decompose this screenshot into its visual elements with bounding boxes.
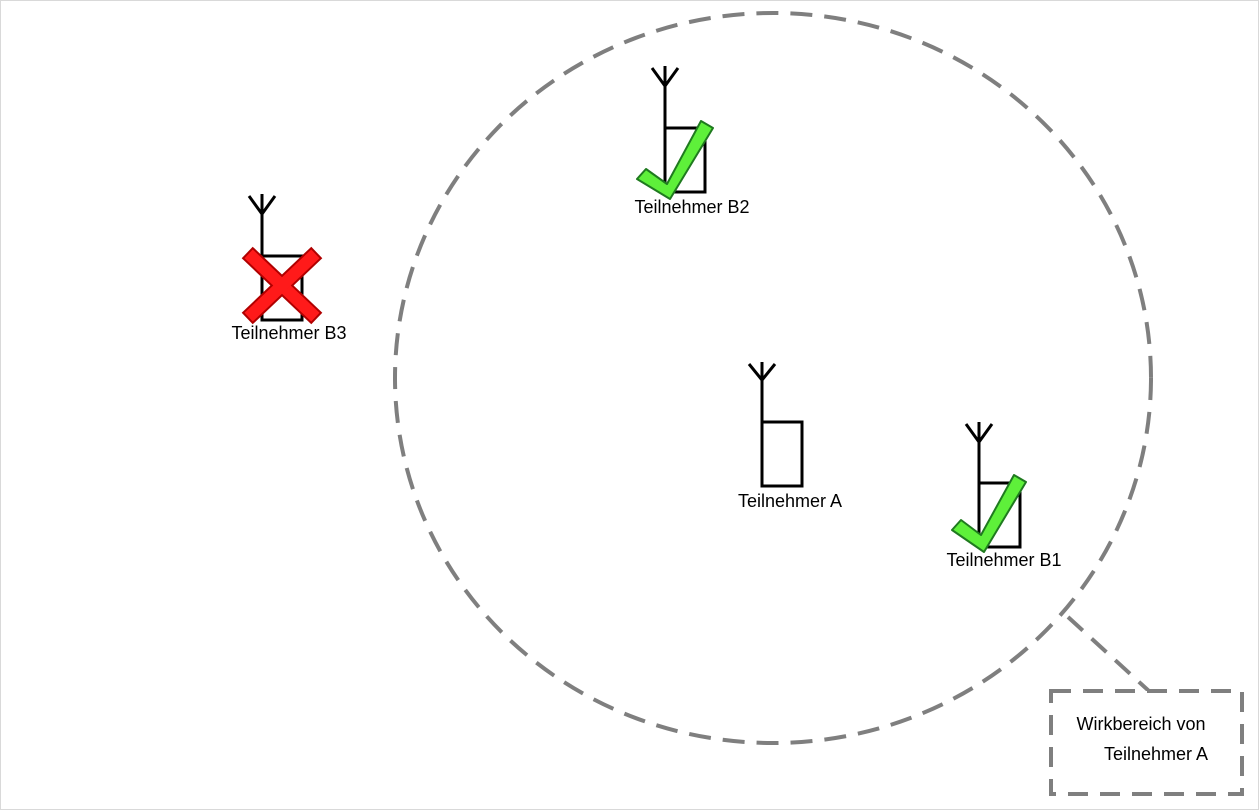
node-b1: Teilnehmer B1 <box>946 422 1062 570</box>
node-b3: Teilnehmer B3 <box>231 194 347 343</box>
radio-device-icon <box>747 362 804 488</box>
node-b1-label: Teilnehmer B1 <box>946 550 1061 570</box>
node-a: Teilnehmer A <box>738 362 842 511</box>
node-b3-label: Teilnehmer B3 <box>231 323 346 343</box>
cross-icon <box>241 246 323 325</box>
radio-device-icon <box>650 66 707 194</box>
node-b2-label: Teilnehmer B2 <box>634 197 749 217</box>
callout-box <box>1049 689 1244 796</box>
radio-device-icon <box>247 194 304 322</box>
node-a-label: Teilnehmer A <box>738 491 842 511</box>
check-icon <box>636 120 714 200</box>
callout-text-line1: Wirkbereich von <box>1076 714 1205 734</box>
range-circle <box>393 11 1153 745</box>
node-b2: Teilnehmer B2 <box>634 66 750 217</box>
callout-text-line2: Teilnehmer A <box>1104 744 1208 764</box>
check-icon <box>951 474 1027 553</box>
callout-connector <box>1066 615 1152 694</box>
radio-device-icon <box>964 422 1022 549</box>
